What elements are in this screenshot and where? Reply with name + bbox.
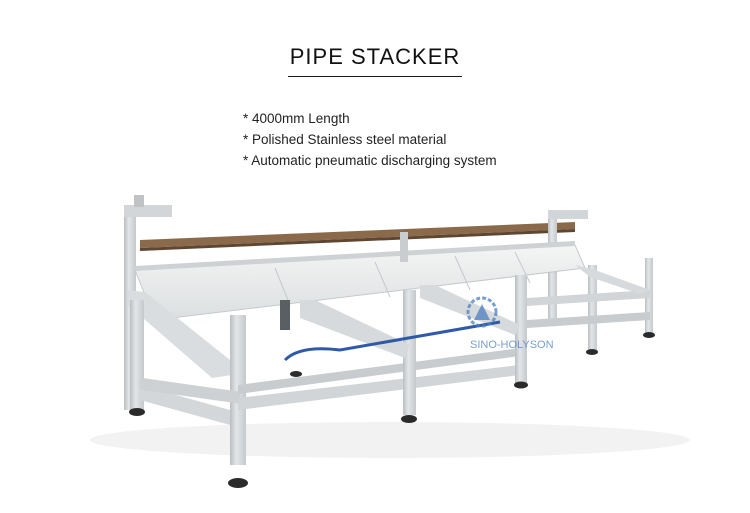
foot xyxy=(290,371,302,377)
front-leg-3 xyxy=(515,275,527,383)
watermark-logo: SINO-HOLYSON xyxy=(466,296,554,351)
page-title-wrap: PIPE STACKER xyxy=(0,44,750,77)
foot xyxy=(401,415,417,423)
right-extension-rail xyxy=(527,290,650,306)
feature-item: Automatic pneumatic discharging system xyxy=(243,150,496,171)
left-post-cap xyxy=(134,195,144,207)
foot xyxy=(129,408,145,416)
foot xyxy=(228,478,248,488)
wooden-rail-edge xyxy=(140,229,575,251)
right-post-bracket xyxy=(548,210,588,219)
feature-list: 4000mm Length Polished Stainless steel m… xyxy=(243,108,497,171)
bottom-rail-back xyxy=(238,348,520,394)
floor-shadow xyxy=(90,422,690,458)
watermark-text: SINO-HOLYSON xyxy=(470,339,554,351)
feature-item: Polished Stainless steel material xyxy=(243,129,497,150)
left-bottom-beam xyxy=(140,385,230,425)
feature-item: 4000mm Length xyxy=(243,108,497,129)
pneumatic-tube xyxy=(283,320,501,362)
pneumatic-cylinder xyxy=(280,300,290,330)
bottom-rail-front xyxy=(238,365,520,410)
left-diagonal-arm xyxy=(128,290,232,378)
foot xyxy=(586,349,598,355)
left-post-bracket xyxy=(124,205,172,217)
tray-top-edge xyxy=(135,241,575,271)
front-leg-4 xyxy=(588,265,597,350)
gear-icon xyxy=(466,296,498,328)
foot xyxy=(643,332,655,338)
wooden-rail xyxy=(140,222,575,248)
front-leg-2 xyxy=(403,290,416,415)
foot xyxy=(514,381,528,389)
page-title: PIPE STACKER xyxy=(287,44,463,77)
